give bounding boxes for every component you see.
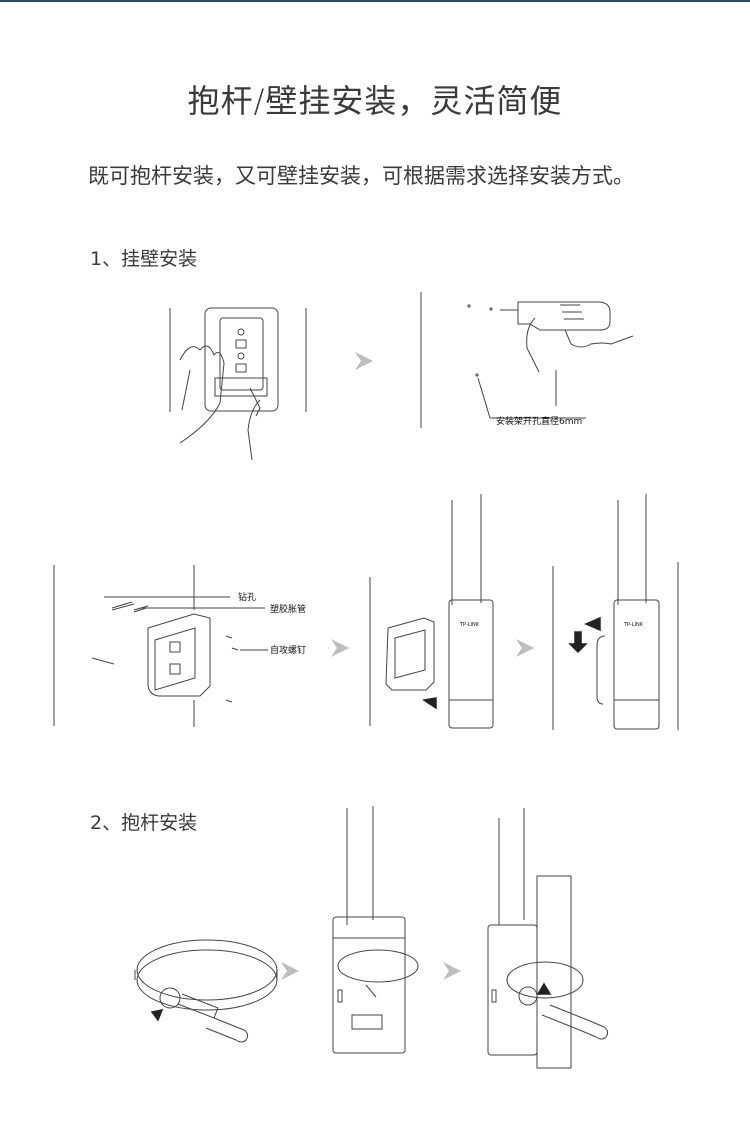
insert-arrow <box>422 697 437 710</box>
step-arrow-2 <box>331 639 349 657</box>
move-down-arrow <box>568 631 588 654</box>
screw-label: 自攻螺钉 <box>270 644 306 656</box>
page-subtitle: 既可抱杆安装，又可壁挂安装，可根据需求选择安装方式。 <box>88 164 634 188</box>
page-title: 抱杆/壁挂安装，灵活简便 <box>187 82 563 120</box>
step-lock-ap-illustration <box>552 494 679 730</box>
step-bracket-screws-illustration <box>53 565 268 727</box>
brand-logo-2: TP-LINK <box>623 622 644 628</box>
step-pole-mounted-illustration <box>487 808 609 1069</box>
move-left-arrow <box>584 616 601 632</box>
step-arrow-1 <box>355 352 373 370</box>
step-arrow-5 <box>443 962 461 980</box>
up-arrow <box>536 982 552 995</box>
step-arrow-3 <box>516 639 534 657</box>
step-hang-ap-illustration <box>369 494 494 729</box>
drill-label: 钻孔 <box>238 591 256 603</box>
section-heading-wall: 1、挂壁安装 <box>90 248 198 270</box>
brand-logo-1: TP-LINK <box>459 622 480 628</box>
anchor-label: 塑胶胀管 <box>270 603 306 615</box>
rotate-arrow <box>150 1008 164 1022</box>
step-drill-illustration <box>420 292 634 428</box>
step-hose-clamp-illustration <box>134 939 278 1043</box>
drill-hole-note: 安装架开孔直径6mm <box>496 415 582 427</box>
step-mark-holes-illustration <box>169 307 307 461</box>
step-pole-clamp-illustration <box>332 806 419 1054</box>
top-accent-line <box>0 0 750 2</box>
step-arrow-4 <box>281 962 299 980</box>
section-heading-pole: 2、抱杆安装 <box>90 812 198 834</box>
